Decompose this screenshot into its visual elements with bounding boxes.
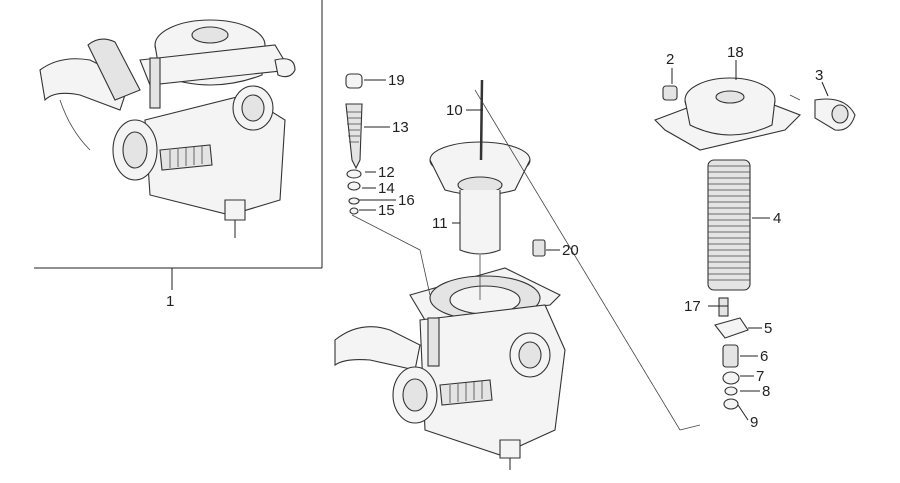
callout-9: 9 [750, 414, 758, 431]
assembly-inset-frame [34, 0, 323, 269]
cover-18 [654, 77, 801, 151]
throttle-slide [429, 141, 531, 255]
small-parts-stack [714, 297, 749, 410]
callout-17: 17 [684, 298, 701, 315]
callout-10: 10 [446, 102, 463, 119]
callout-12: 12 [378, 164, 395, 181]
needle-jet-stack [345, 73, 363, 215]
callout-14: 14 [378, 180, 395, 197]
leader-lines [171, 60, 829, 421]
callout-20: 20 [562, 242, 579, 259]
callout-8: 8 [762, 383, 770, 400]
callout-6: 6 [760, 348, 768, 365]
callout-4: 4 [773, 210, 781, 227]
bracket-3 [814, 98, 856, 131]
callout-3: 3 [815, 67, 823, 84]
assembly-guide-lines [351, 89, 801, 431]
callout-5: 5 [764, 320, 772, 337]
assembled-carburetor [39, 19, 296, 238]
jet-needle [479, 79, 484, 161]
callout-1: 1 [166, 293, 174, 310]
spring-4 [707, 159, 751, 291]
callout-18: 18 [727, 44, 744, 61]
callout-13: 13 [392, 119, 409, 136]
callout-7: 7 [756, 368, 764, 385]
callout-11: 11 [432, 215, 448, 232]
callout-labels: 1 2 3 4 5 6 7 8 9 10 11 12 13 14 15 16 1… [166, 44, 823, 431]
callout-15: 15 [378, 202, 395, 219]
callout-19: 19 [388, 72, 405, 89]
screw-2 [662, 85, 678, 101]
carburetor-body [334, 267, 566, 470]
callout-2: 2 [666, 51, 674, 68]
pilot-screw [532, 239, 546, 257]
callout-16: 16 [398, 192, 415, 209]
